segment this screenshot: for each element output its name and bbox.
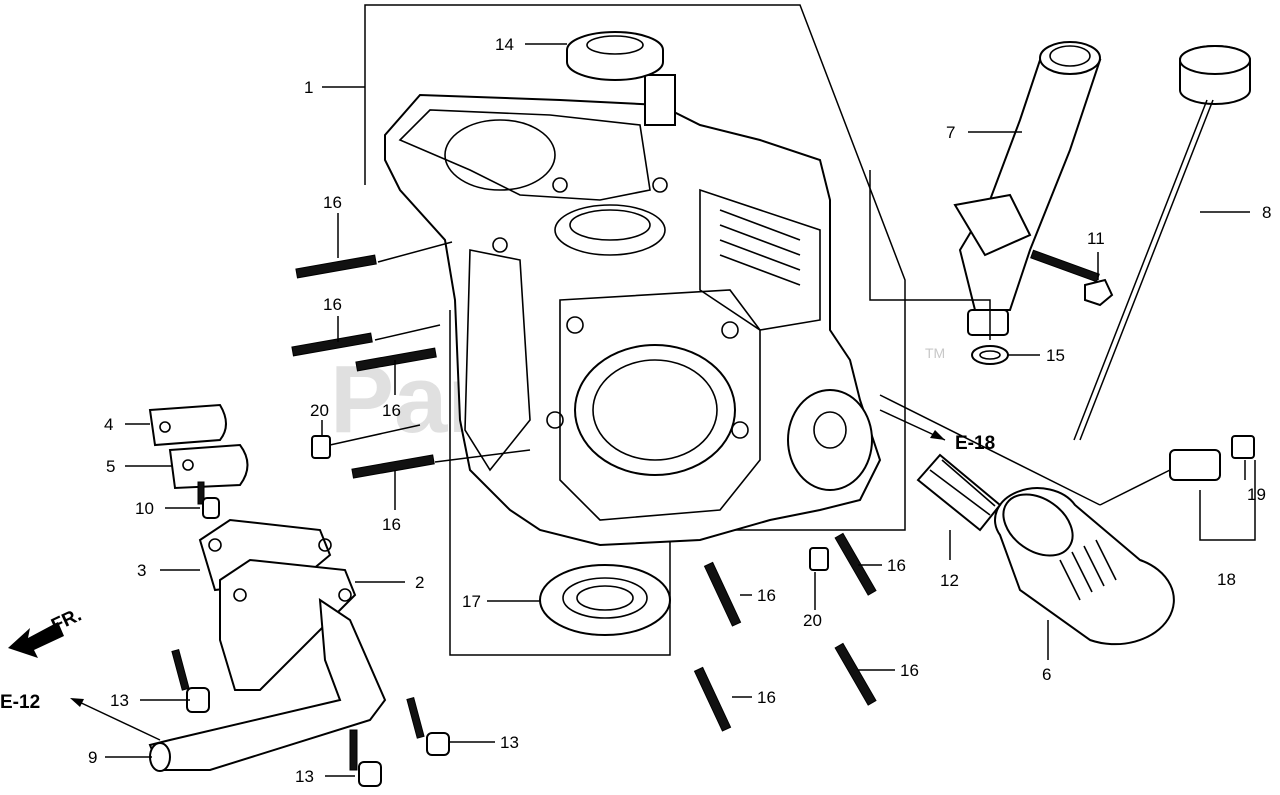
oil-pressure-switch[interactable] bbox=[1169, 435, 1255, 481]
label-part-2[interactable]: 2 bbox=[415, 573, 424, 592]
label-part-16-g[interactable]: 16 bbox=[887, 556, 906, 575]
label-part-14[interactable]: 14 bbox=[495, 35, 514, 54]
label-part-16-d[interactable]: 16 bbox=[382, 515, 401, 534]
crankcase-drawing[interactable] bbox=[384, 74, 882, 547]
ref-e18[interactable]: E-18 bbox=[955, 433, 995, 454]
label-part-16-h[interactable]: 16 bbox=[900, 661, 919, 680]
label-part-20-b[interactable]: 20 bbox=[803, 611, 822, 630]
label-part-16-a[interactable]: 16 bbox=[323, 193, 342, 212]
label-part-16-f[interactable]: 16 bbox=[757, 688, 776, 707]
label-part-6[interactable]: 6 bbox=[1042, 665, 1051, 684]
breather-tube[interactable] bbox=[148, 598, 387, 772]
small-bolts[interactable] bbox=[171, 481, 450, 787]
dipstick[interactable] bbox=[1073, 45, 1251, 441]
label-part-16-e[interactable]: 16 bbox=[757, 586, 776, 605]
label-part-3[interactable]: 3 bbox=[137, 561, 146, 580]
label-part-15[interactable]: 15 bbox=[1046, 346, 1065, 365]
label-part-13-b[interactable]: 13 bbox=[500, 733, 519, 752]
breather-covers[interactable] bbox=[198, 518, 357, 691]
label-part-18[interactable]: 18 bbox=[1217, 570, 1236, 589]
stud-bolts[interactable] bbox=[291, 254, 877, 732]
label-part-16-c[interactable]: 16 bbox=[382, 401, 401, 420]
oil-filler-tube[interactable] bbox=[953, 41, 1102, 336]
dowel-pins[interactable] bbox=[311, 435, 829, 571]
front-arrow-icon: FR. bbox=[8, 605, 85, 658]
label-part-7[interactable]: 7 bbox=[946, 123, 955, 142]
ref-e12[interactable]: E-12 bbox=[0, 692, 40, 713]
label-part-10[interactable]: 10 bbox=[135, 499, 154, 518]
crankcase-bracket bbox=[364, 4, 906, 656]
label-part-17[interactable]: 17 bbox=[462, 592, 481, 611]
label-part-9[interactable]: 9 bbox=[88, 748, 97, 767]
label-part-4[interactable]: 4 bbox=[104, 415, 113, 434]
label-part-12[interactable]: 12 bbox=[940, 571, 959, 590]
filter-nipple[interactable] bbox=[916, 453, 1002, 532]
label-part-11[interactable]: 11 bbox=[1087, 229, 1105, 248]
washer-15[interactable] bbox=[971, 345, 1009, 365]
watermark-trademark: TM bbox=[925, 345, 945, 361]
leader-lines bbox=[70, 43, 1256, 777]
label-part-19[interactable]: 19 bbox=[1247, 485, 1266, 504]
oil-filter[interactable] bbox=[992, 482, 1175, 646]
oil-seal-part[interactable] bbox=[566, 31, 664, 81]
label-part-5[interactable]: 5 bbox=[106, 457, 115, 476]
label-part-1[interactable]: 1 bbox=[304, 78, 313, 97]
part-labels: 1 2 3 4 5 6 7 8 9 10 11 12 13 13 13 14 1… bbox=[88, 35, 1271, 786]
bolt-11[interactable] bbox=[1030, 249, 1114, 307]
label-part-8[interactable]: 8 bbox=[1262, 203, 1271, 222]
label-part-20-a[interactable]: 20 bbox=[310, 401, 329, 420]
breather-plates[interactable] bbox=[148, 403, 249, 490]
label-part-13-a[interactable]: 13 bbox=[110, 691, 129, 710]
label-part-13-c[interactable]: 13 bbox=[295, 767, 314, 786]
bearing-part[interactable] bbox=[539, 564, 671, 636]
label-part-16-b[interactable]: 16 bbox=[323, 295, 342, 314]
